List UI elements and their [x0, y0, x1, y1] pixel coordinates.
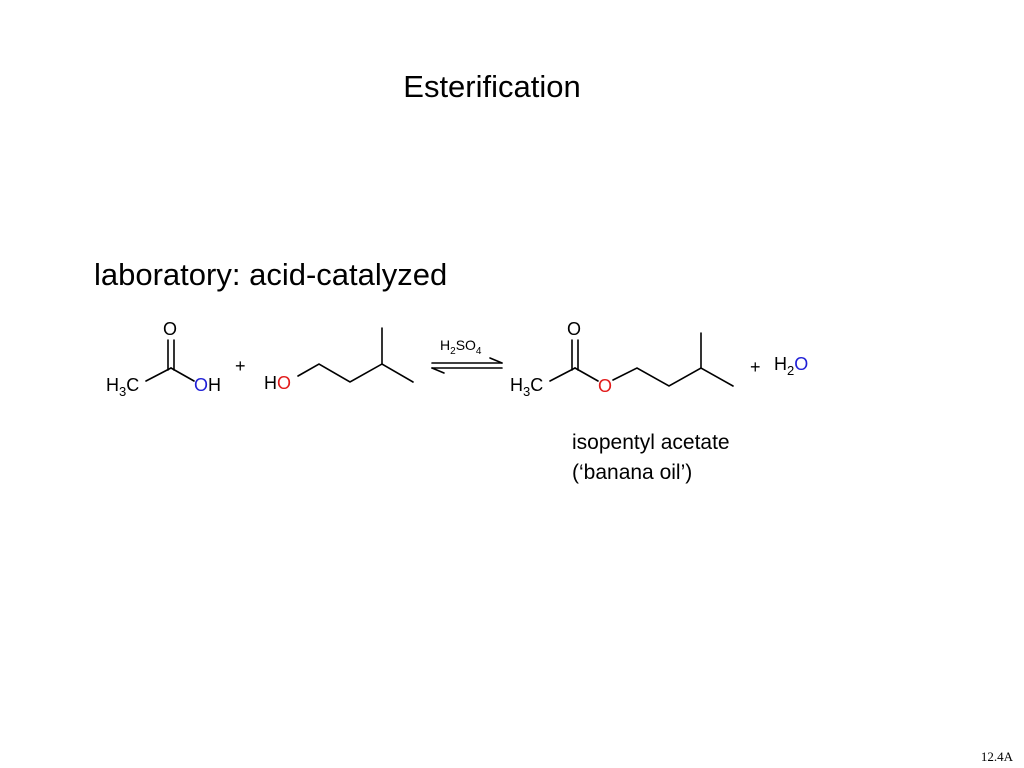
isopentyl-alcohol-hydroxyl-label: HO [264, 373, 291, 393]
slide-number: 12.4A [980, 749, 1013, 764]
water-label: H2O [774, 354, 808, 378]
acetic-acid-methyl-label: H3C [106, 375, 139, 399]
ester-bridge-oxygen: O [598, 376, 612, 396]
isopentyl-acetate-structure: O H3C O [510, 319, 734, 399]
isopentyl-alcohol-chain [297, 363, 414, 383]
reverse-arrow-head [431, 367, 445, 374]
acetic-acid-hydroxyl-bond [170, 367, 195, 382]
forward-arrow-head [489, 357, 503, 364]
plus-sign-products: + [750, 357, 761, 377]
acetic-acid-structure: O H3C OH [106, 319, 221, 399]
catalyst-label: H2SO4 [440, 337, 482, 357]
acetic-acid-hydroxyl-label: OH [194, 375, 221, 395]
water-oxygen: O [794, 354, 808, 374]
isopentyl-alcohol-structure: HO [264, 327, 414, 393]
ester-carbonyl-oxygen: O [567, 319, 581, 339]
product-name-line2: (‘banana oil’) [572, 461, 693, 484]
ester-methyl-label: H3C [510, 375, 543, 399]
acetic-acid-hydroxyl-oxygen: O [194, 375, 208, 395]
section-heading: laboratory: acid-catalyzed [94, 257, 448, 292]
ester-oxygen-bond-left [574, 367, 599, 382]
plus-sign-reactants: + [235, 356, 246, 376]
acetic-acid-methyl-bond [145, 367, 172, 382]
slide-title: Esterification [403, 69, 581, 104]
equilibrium-arrows: H2SO4 [431, 337, 503, 374]
ester-methyl-bond [549, 367, 576, 382]
ester-alkyl-chain [612, 367, 734, 387]
product-name: isopentyl acetate (‘banana oil’) [572, 428, 730, 488]
isopentyl-alcohol-oxygen: O [277, 373, 291, 393]
product-name-line1: isopentyl acetate [572, 431, 730, 454]
acetic-acid-carbonyl-oxygen: O [163, 319, 177, 339]
